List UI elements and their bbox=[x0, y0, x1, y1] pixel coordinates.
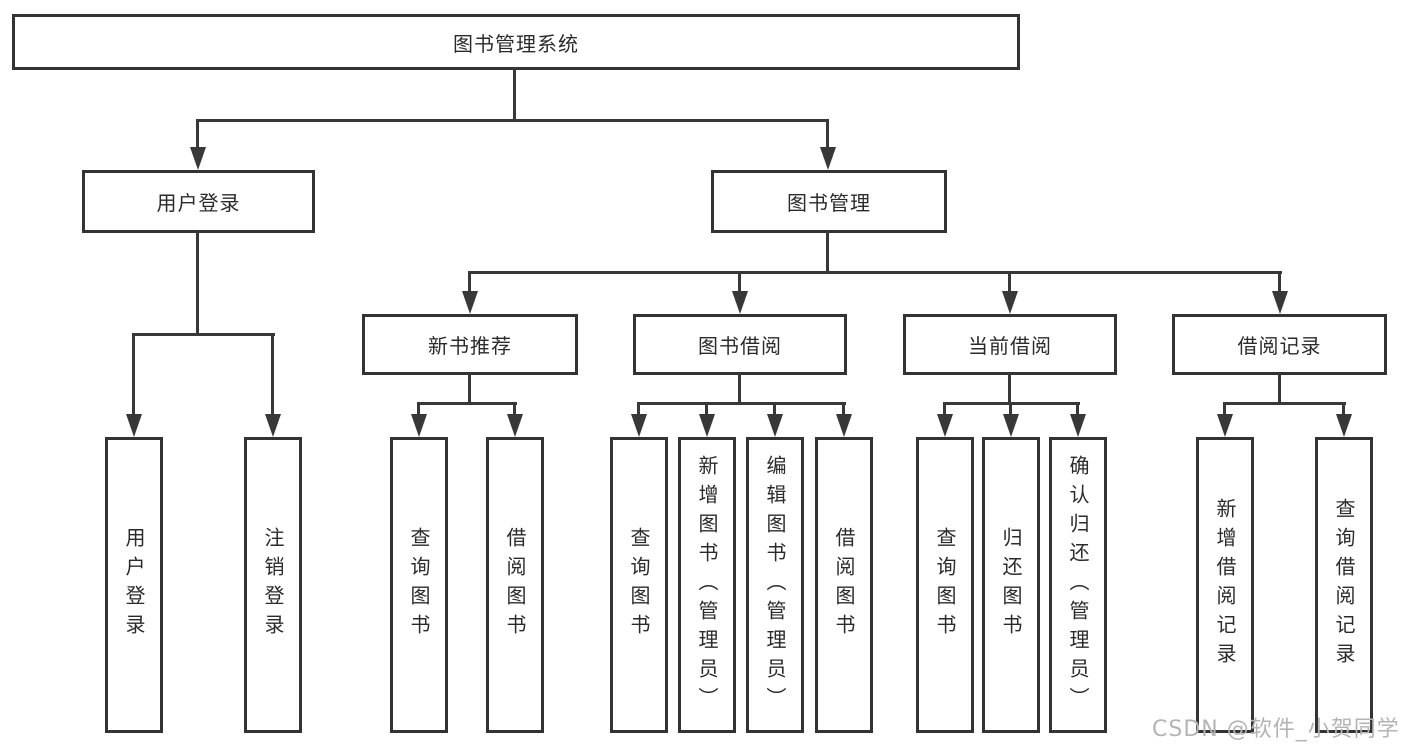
connector-line bbox=[468, 271, 1282, 274]
connector-line bbox=[1278, 271, 1281, 293]
leaf-confirm-return-admin: 确认归还（管理员） bbox=[1049, 437, 1107, 733]
arrowhead-down-icon bbox=[1002, 291, 1018, 314]
connector-line bbox=[417, 402, 420, 416]
node-user-login: 用户登录 bbox=[82, 170, 315, 233]
connector-line bbox=[1342, 402, 1345, 416]
connector-line bbox=[468, 271, 471, 293]
leaf-borrow-books: 借阅图书 bbox=[815, 437, 873, 733]
leaf-query-books-recommend: 查询图书 bbox=[390, 437, 448, 733]
arrowhead-down-icon bbox=[507, 414, 523, 437]
connector-line bbox=[637, 402, 846, 405]
connector-line bbox=[842, 402, 845, 416]
connector-line bbox=[826, 230, 829, 274]
leaf-add-borrow-record: 新增借阅记录 bbox=[1196, 437, 1254, 733]
arrowhead-down-icon bbox=[126, 414, 142, 437]
connector-line bbox=[196, 119, 199, 149]
arrowhead-down-icon bbox=[411, 414, 427, 437]
arrowhead-down-icon bbox=[836, 414, 852, 437]
arrowhead-down-icon bbox=[190, 147, 206, 170]
arrowhead-down-icon bbox=[732, 291, 748, 314]
leaf-add-books-admin: 新增图书（管理员） bbox=[678, 437, 736, 733]
node-root-book-management-system: 图书管理系统 bbox=[12, 14, 1020, 70]
connector-line bbox=[705, 402, 708, 416]
connector-line bbox=[826, 119, 829, 149]
connector-line bbox=[271, 333, 274, 416]
connector-line bbox=[468, 373, 471, 405]
connector-line bbox=[196, 119, 829, 122]
leaf-borrow-books-recommend: 借阅图书 bbox=[486, 437, 544, 733]
arrowhead-down-icon bbox=[1217, 414, 1233, 437]
arrowhead-down-icon bbox=[1003, 414, 1019, 437]
leaf-edit-books-admin: 编辑图书（管理员） bbox=[746, 437, 804, 733]
arrowhead-down-icon bbox=[699, 414, 715, 437]
connector-line bbox=[943, 402, 946, 416]
leaf-return-books: 归还图书 bbox=[982, 437, 1040, 733]
arrowhead-down-icon bbox=[820, 147, 836, 170]
connector-line bbox=[132, 333, 135, 416]
arrowhead-down-icon bbox=[1272, 291, 1288, 314]
connector-line bbox=[132, 333, 275, 336]
connector-line bbox=[738, 271, 741, 293]
connector-line bbox=[1009, 402, 1012, 416]
connector-line bbox=[513, 402, 516, 416]
node-new-book-recommend: 新书推荐 bbox=[362, 314, 578, 375]
arrowhead-down-icon bbox=[767, 414, 783, 437]
arrowhead-down-icon bbox=[1070, 414, 1086, 437]
connector-line bbox=[1278, 373, 1281, 405]
connector-line bbox=[1008, 373, 1011, 405]
connector-line bbox=[637, 402, 640, 416]
leaf-user-login: 用户登录 bbox=[105, 437, 163, 733]
leaf-logout: 注销登录 bbox=[244, 437, 302, 733]
arrowhead-down-icon bbox=[937, 414, 953, 437]
csdn-watermark: CSDN @软件_小贺同学 bbox=[1152, 717, 1400, 742]
arrowhead-down-icon bbox=[265, 414, 281, 437]
node-book-borrow: 图书借阅 bbox=[633, 314, 847, 375]
arrowhead-down-icon bbox=[1336, 414, 1352, 437]
leaf-query-borrow-record: 查询借阅记录 bbox=[1315, 437, 1373, 733]
connector-line bbox=[417, 402, 517, 405]
connector-line bbox=[773, 402, 776, 416]
connector-line bbox=[1008, 271, 1011, 293]
node-book-management: 图书管理 bbox=[711, 170, 947, 233]
leaf-query-books-borrow: 查询图书 bbox=[610, 437, 668, 733]
connector-line bbox=[1223, 402, 1226, 416]
connector-line bbox=[1223, 402, 1346, 405]
arrowhead-down-icon bbox=[631, 414, 647, 437]
node-current-borrow: 当前借阅 bbox=[903, 314, 1117, 375]
arrowhead-down-icon bbox=[462, 291, 478, 314]
node-borrow-record: 借阅记录 bbox=[1172, 314, 1387, 375]
leaf-query-books-current: 查询图书 bbox=[916, 437, 974, 733]
connector-line bbox=[1076, 402, 1079, 416]
connector-line bbox=[196, 230, 199, 336]
connector-line bbox=[738, 373, 741, 405]
connector-line bbox=[513, 67, 516, 120]
